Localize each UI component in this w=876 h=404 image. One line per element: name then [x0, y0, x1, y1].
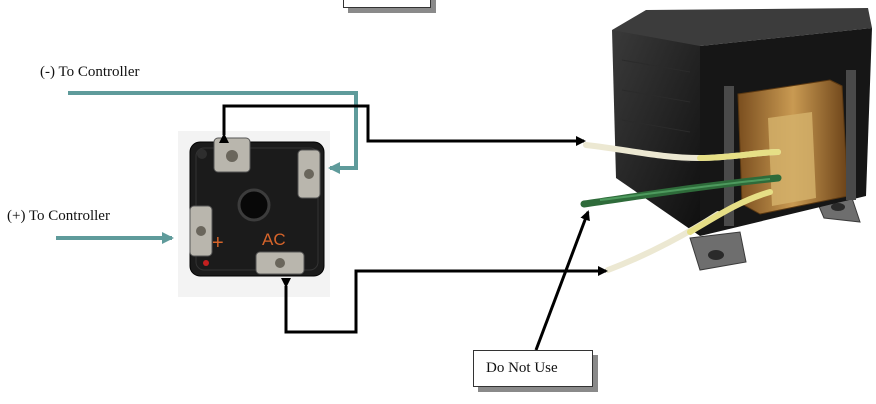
do-not-use-pointer-arrow [536, 212, 588, 350]
transformer-frame-right [846, 70, 856, 200]
rectifier-terminal-right [298, 150, 320, 198]
rectifier-terminal-left [190, 206, 212, 256]
rectifier-terminal-bottom [256, 252, 304, 274]
transformer-foot-hole-left [708, 250, 724, 260]
do-not-use-callout: Do Not Use [473, 350, 593, 387]
rectifier-mounting-hole [239, 190, 269, 220]
bridge-rectifier: + AC [178, 131, 330, 297]
transformer [612, 8, 872, 270]
negative-to-controller-label: (-) To Controller [40, 64, 140, 81]
transformer-coil-label [768, 112, 816, 206]
rectifier-red-dot [203, 260, 209, 266]
top-callout-box [343, 0, 431, 8]
rectifier-ac-marking: AC [262, 230, 286, 249]
do-not-use-label: Do Not Use [486, 360, 558, 377]
positive-to-controller-label: (+) To Controller [7, 208, 110, 225]
rectifier-terminal-top [214, 138, 250, 172]
lower-ac-connection-arrow [286, 271, 606, 332]
rectifier-corner-mark [197, 149, 207, 159]
rectifier-plus-marking: + [212, 232, 224, 254]
transformer-foot-hole-right [831, 203, 845, 211]
